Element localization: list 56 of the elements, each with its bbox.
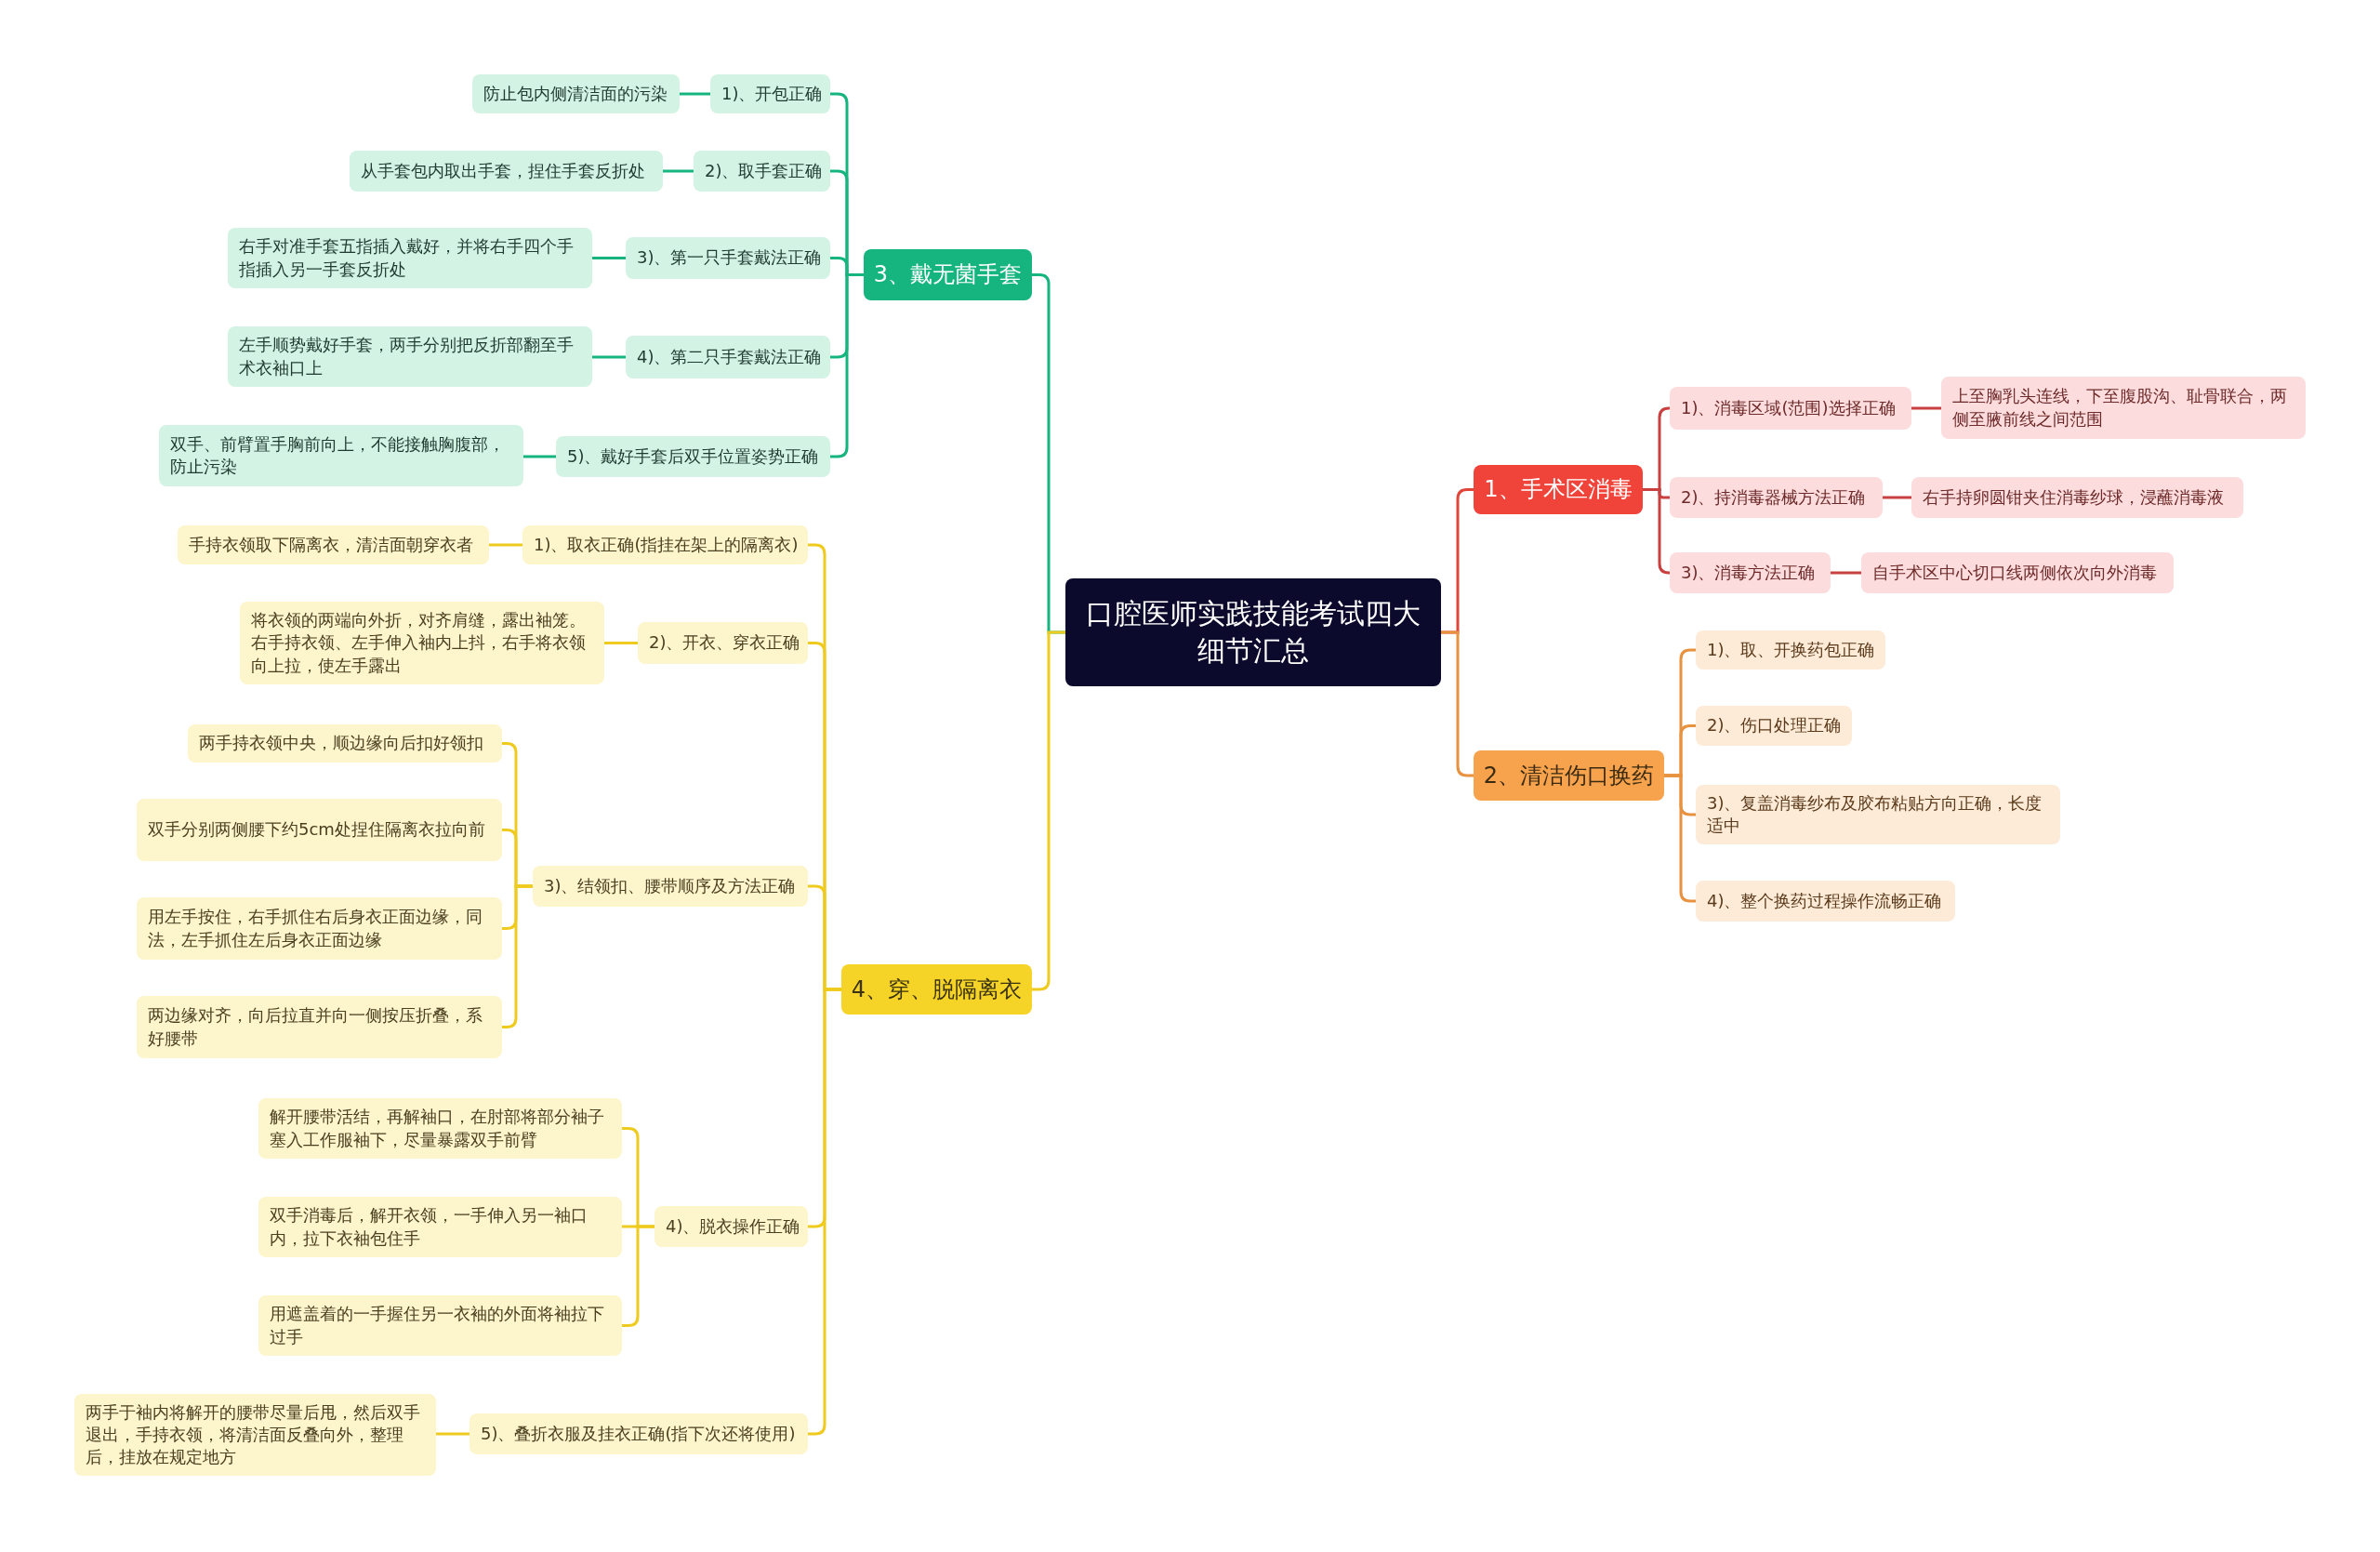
detail-box: 两边缘对齐，向后拉直并向一侧按压折叠，系好腰带 xyxy=(137,996,502,1058)
connector-line xyxy=(523,455,556,458)
detail-box: 双手、前臂置手胸前向上，不能接触胸腹部，防止污染 xyxy=(159,425,523,486)
detail-box: 用左手按住，右手抓住右后身衣正面边缘，同法，左手抓住左后身衣正面边缘 xyxy=(137,897,502,960)
connector-line xyxy=(808,988,841,1436)
connector-line xyxy=(1883,496,1911,499)
subtopic-box: 2)、持消毒器械方法正确 xyxy=(1670,477,1883,518)
detail-box: 手持衣领取下隔离衣，清洁面朝穿衣者 xyxy=(178,525,489,564)
subtopic-box: 3)、复盖消毒纱布及胶布粘贴方向正确，长度适中 xyxy=(1696,785,2060,844)
detail-box: 从手套包内取出手套，捏住手套反折处 xyxy=(350,151,663,192)
detail-box: 解开腰带活结，再解袖口，在肘部将部分袖子塞入工作服袖下，尽量暴露双手前臂 xyxy=(258,1098,622,1159)
connector-line xyxy=(489,543,522,547)
branch-topic-box: 2、清洁伤口换药 xyxy=(1474,750,1664,801)
detail-box: 右手持卵圆钳夹住消毒纱球，浸蘸消毒液 xyxy=(1911,477,2243,518)
detail-box: 两手于袖内将解开的腰带尽量后甩，然后双手退出，手持衣领，将清洁面反叠向外，整理后，挂放在规定地方 xyxy=(74,1394,436,1476)
branch-topic-box: 4、穿、脱隔离衣 xyxy=(841,964,1032,1015)
subtopic-box: 1)、取、开换药包正确 xyxy=(1696,630,1885,670)
subtopic-box: 3)、第一只手套戴法正确 xyxy=(626,237,830,279)
subtopic-box: 4)、脱衣操作正确 xyxy=(654,1206,808,1247)
connector-line xyxy=(680,92,710,96)
subtopic-box: 2)、伤口处理正确 xyxy=(1696,706,1852,746)
subtopic-box: 2)、取手套正确 xyxy=(694,151,830,192)
detail-box: 将衣领的两端向外折，对齐肩缝，露出袖笼。右手持衣领、左手伸入袖内上抖，右手将衣领向上拉，使左手露出 xyxy=(240,602,604,684)
connector-line xyxy=(1643,488,1671,575)
connector-line xyxy=(592,257,626,259)
branch-topic-box: 1、手术区消毒 xyxy=(1474,465,1643,514)
central-topic-box: 口腔医师实践技能考试四大细节汇总 xyxy=(1065,578,1441,686)
detail-box: 防止包内侧清洁面的污染 xyxy=(472,74,680,113)
connector-line xyxy=(604,642,638,644)
connector-line xyxy=(1911,406,1941,410)
subtopic-box: 1)、取衣正确(指挂在架上的隔离衣) xyxy=(522,525,808,564)
subtopic-box: 4)、第二只手套戴法正确 xyxy=(626,336,830,378)
detail-box: 两手持衣领中央，顺边缘向后扣好领扣 xyxy=(188,724,502,763)
connector-line xyxy=(592,355,626,359)
detail-box: 左手顺势戴好手套，两手分别把反折部翻至手术衣袖口上 xyxy=(228,326,592,387)
subtopic-box: 3)、结领扣、腰带顺序及方法正确 xyxy=(533,866,808,907)
connector-line xyxy=(1831,571,1861,575)
detail-box: 上至胸乳头连线，下至腹股沟、耻骨联合，两侧至腋前线之间范围 xyxy=(1941,377,2306,439)
subtopic-box: 1)、开包正确 xyxy=(710,74,830,113)
subtopic-box: 5)、戴好手套后双手位置姿势正确 xyxy=(556,436,830,477)
detail-box: 右手对准手套五指插入戴好，并将右手四个手指插入另一手套反折处 xyxy=(228,228,592,288)
connector-line xyxy=(436,1432,469,1436)
subtopic-box: 5)、叠折衣服及挂衣正确(指下次还将使用) xyxy=(469,1413,808,1454)
subtopic-box: 3)、消毒方法正确 xyxy=(1670,552,1831,593)
branch-topic-box: 3、戴无菌手套 xyxy=(864,249,1032,300)
subtopic-box: 2)、开衣、穿衣正确 xyxy=(638,622,808,664)
detail-box: 用遮盖着的一手握住另一衣袖的外面将袖拉下过手 xyxy=(258,1295,622,1356)
connector-line xyxy=(1664,774,1696,903)
subtopic-box: 4)、整个换药过程操作流畅正确 xyxy=(1696,881,1955,922)
connector-line xyxy=(830,273,864,458)
detail-box: 双手消毒后，解开衣领，一手伸入另一袖口内，拉下衣袖包住手 xyxy=(258,1197,622,1257)
connector-line xyxy=(1032,630,1065,991)
detail-box: 双手分别两侧腰下约5cm处捏住隔离衣拉向前 xyxy=(137,799,502,861)
detail-box: 自手术区中心切口线两侧依次向外消毒 xyxy=(1861,552,2174,593)
connector-line xyxy=(663,169,694,173)
subtopic-box: 1)、消毒区域(范围)选择正确 xyxy=(1670,387,1911,430)
